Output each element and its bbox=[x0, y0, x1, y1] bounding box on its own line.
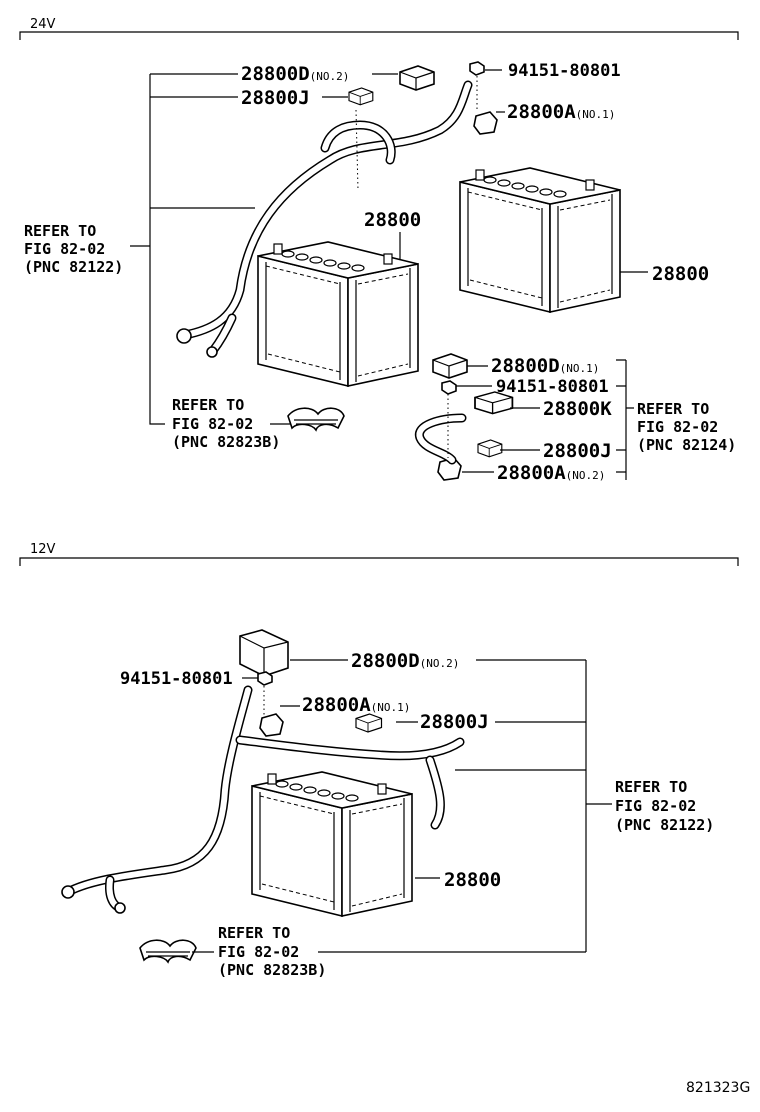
svg-text:(PNC 82823B): (PNC 82823B) bbox=[218, 961, 326, 979]
svg-text:REFER TO: REFER TO bbox=[218, 924, 290, 942]
cap-24v-d-no1 bbox=[432, 353, 468, 379]
nut-12v bbox=[257, 671, 273, 686]
svg-text:REFER TO: REFER TO bbox=[615, 778, 687, 796]
svg-text:REFER TO: REFER TO bbox=[172, 396, 244, 414]
clip-12v bbox=[139, 939, 197, 963]
label-24v-28800j-top: 28800J bbox=[241, 87, 310, 109]
label-12v-28800j: 28800J bbox=[420, 711, 489, 733]
label-24v-nut-right: 94151-80801 bbox=[496, 377, 609, 397]
section-rule-24v bbox=[19, 31, 739, 40]
svg-text:FIG 82-02: FIG 82-02 bbox=[637, 418, 718, 436]
label-24v-battery-right: 28800 bbox=[652, 263, 709, 285]
terminal-12v-j bbox=[355, 713, 383, 733]
label-12v-nut: 94151-80801 bbox=[120, 669, 233, 689]
ref-24v-right: REFER TO FIG 82-02 (PNC 82124) bbox=[637, 400, 736, 454]
svg-text:REFER TO: REFER TO bbox=[24, 222, 96, 240]
cable-24v-main bbox=[176, 80, 473, 358]
battery-24v-left bbox=[257, 241, 419, 387]
terminal-24v-j-right bbox=[477, 439, 503, 458]
ref-12v-right: REFER TO FIG 82-02 (PNC 82122) bbox=[615, 778, 714, 834]
label-24v-28800d-no2: 28800D(NO.2) bbox=[241, 63, 349, 85]
nut-24v-top bbox=[469, 61, 485, 76]
svg-text:(PNC 82122): (PNC 82122) bbox=[24, 258, 123, 276]
svg-text:REFER TO: REFER TO bbox=[637, 400, 709, 418]
svg-text:(PNC 82124): (PNC 82124) bbox=[637, 436, 736, 454]
section-title-24v: 24V bbox=[30, 17, 56, 32]
svg-text:FIG 82-02: FIG 82-02 bbox=[615, 797, 696, 815]
cable-12v-main bbox=[61, 685, 465, 914]
battery-24v-right bbox=[459, 167, 621, 313]
label-24v-28800a-no1: 28800A(NO.1) bbox=[507, 101, 615, 123]
label-12v-28800d-no2: 28800D(NO.2) bbox=[351, 650, 459, 672]
cap-24v-d-no2 bbox=[399, 65, 435, 91]
clip-24v bbox=[287, 407, 345, 431]
ref-24v-left: REFER TO FIG 82-02 (PNC 82122) bbox=[24, 222, 123, 276]
label-24v-28800k: 28800K bbox=[543, 398, 612, 420]
battery-12v bbox=[251, 771, 413, 917]
diagram-code: 821323G bbox=[686, 1080, 750, 1096]
cap-12v-d-no2 bbox=[239, 629, 289, 677]
svg-text:FIG 82-02: FIG 82-02 bbox=[24, 240, 105, 258]
svg-text:(PNC 82823B): (PNC 82823B) bbox=[172, 433, 280, 451]
ref-12v-clip: REFER TO FIG 82-02 (PNC 82823B) bbox=[218, 924, 326, 979]
label-24v-28800d-no1: 28800D(NO.1) bbox=[491, 355, 599, 377]
label-12v-battery: 28800 bbox=[444, 869, 501, 891]
nut-24v-right bbox=[441, 380, 457, 395]
cable-24v-short bbox=[414, 413, 467, 465]
svg-text:(PNC 82122): (PNC 82122) bbox=[615, 816, 714, 834]
ref-24v-clip: REFER TO FIG 82-02 (PNC 82823B) bbox=[172, 396, 280, 451]
leaders-24v bbox=[130, 69, 648, 480]
label-24v-28800j-right: 28800J bbox=[543, 440, 612, 462]
svg-text:FIG 82-02: FIG 82-02 bbox=[172, 415, 253, 433]
svg-text:FIG 82-02: FIG 82-02 bbox=[218, 943, 299, 961]
section-rule-12v bbox=[19, 557, 739, 566]
label-12v-28800a-no1: 28800A(NO.1) bbox=[302, 694, 410, 716]
label-24v-28800a-no2: 28800A(NO.2) bbox=[497, 462, 605, 484]
terminal-12v-a-no1 bbox=[259, 713, 284, 737]
section-title-12v: 12V bbox=[30, 542, 56, 557]
terminal-24v-j-top bbox=[348, 87, 374, 106]
leaders-12v bbox=[192, 659, 612, 953]
label-24v-nut-top: 94151-80801 bbox=[508, 61, 621, 81]
label-24v-battery-left: 28800 bbox=[364, 209, 421, 231]
terminal-24v-a-no1 bbox=[473, 111, 498, 135]
